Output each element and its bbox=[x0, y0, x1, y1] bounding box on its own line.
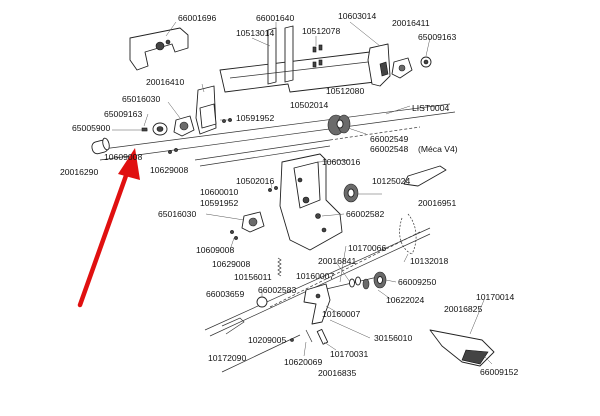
bracket-66002583 bbox=[303, 283, 331, 325]
label-20016290: 20016290 bbox=[60, 167, 98, 177]
label-10600010: 10600010 bbox=[200, 187, 238, 197]
label-10591952-top: 10591952 bbox=[236, 113, 274, 123]
label-66001696: 66001696 bbox=[178, 13, 216, 23]
screws-10512078 bbox=[312, 44, 323, 68]
label-20016951: 20016951 bbox=[418, 198, 456, 208]
bearing-65009163-left bbox=[141, 122, 168, 136]
label-10125024: 10125024 bbox=[372, 176, 410, 186]
label-10603014: 10603014 bbox=[338, 11, 376, 21]
label-66002548: 66002548 bbox=[370, 144, 408, 154]
bearing-65016030-lower bbox=[241, 211, 265, 233]
leader-lines bbox=[112, 21, 493, 365]
label-65005900: 65005900 bbox=[72, 123, 110, 133]
label-10620069: 10620069 bbox=[284, 357, 322, 367]
red-pointer-arrow bbox=[77, 148, 140, 308]
ball-10209005 bbox=[256, 296, 268, 308]
label-66002583: 66002583 bbox=[258, 285, 296, 295]
label-30156010: 30156010 bbox=[374, 333, 412, 343]
label-10132018: 10132018 bbox=[410, 256, 448, 266]
label-10513014: 10513014 bbox=[236, 28, 274, 38]
label-66009152: 66009152 bbox=[480, 367, 518, 377]
label-66002582: 66002582 bbox=[346, 209, 384, 219]
label-20016825: 20016825 bbox=[444, 304, 482, 314]
main-plate bbox=[279, 153, 343, 251]
label-10502016: 10502016 bbox=[236, 176, 274, 186]
label-66001640: 66001640 bbox=[256, 13, 294, 23]
label-20016411: 20016411 bbox=[392, 18, 430, 28]
bracket-66001696 bbox=[129, 27, 189, 71]
label-65016030-top: 65016030 bbox=[122, 94, 160, 104]
bearing-65009163-right bbox=[391, 56, 432, 79]
label-list0004: LIST0004 bbox=[412, 103, 449, 113]
bearing-65016030-top bbox=[173, 115, 195, 137]
gear-10125024 bbox=[343, 183, 359, 203]
spring-10156011 bbox=[277, 257, 282, 277]
label-66002549: 66002549 bbox=[370, 134, 408, 144]
label-10609008-lower: 10609008 bbox=[196, 245, 234, 255]
shaft-10170066 bbox=[321, 275, 383, 291]
label-10629008-top: 10629008 bbox=[150, 165, 188, 175]
small-parts-bottom bbox=[290, 328, 329, 345]
label-10160007-lower: 10160007 bbox=[322, 309, 360, 319]
label-20016841: 20016841 bbox=[318, 256, 356, 266]
label-10170031: 10170031 bbox=[330, 349, 368, 359]
label-10603016: 10603016 bbox=[322, 157, 360, 167]
part-number-labels: 66001696 66001640 10603014 20016411 1051… bbox=[60, 11, 518, 378]
label-10591952-lower: 10591952 bbox=[200, 198, 238, 208]
frame-66001640 bbox=[219, 25, 376, 93]
label-10170014: 10170014 bbox=[476, 292, 514, 302]
cover-20016951 bbox=[403, 165, 447, 187]
label-20016835: 20016835 bbox=[318, 368, 356, 378]
small-screws bbox=[168, 118, 278, 240]
label-10609008-top: 10609008 bbox=[104, 152, 142, 162]
lever-10172090 bbox=[221, 317, 245, 335]
label-10622024: 10622024 bbox=[386, 295, 424, 305]
label-66003659: 66003659 bbox=[206, 289, 244, 299]
label-65016030-lower: 65016030 bbox=[158, 209, 196, 219]
label-20016410: 20016410 bbox=[146, 77, 184, 87]
label-10160007-top: 10160007 bbox=[296, 271, 334, 281]
rail-lines bbox=[94, 103, 456, 373]
label-65009163-right: 65009163 bbox=[418, 32, 456, 42]
label-10502014: 10502014 bbox=[290, 100, 328, 110]
bracket-20016410 bbox=[195, 85, 217, 135]
chain-10132018 bbox=[399, 213, 417, 255]
bracket-20016411 bbox=[367, 43, 391, 87]
label-10629008-lower: 10629008 bbox=[212, 259, 250, 269]
label-10156011: 10156011 bbox=[234, 272, 272, 282]
label-10512080: 10512080 bbox=[326, 86, 364, 96]
label-66009250: 66009250 bbox=[398, 277, 436, 287]
shield-66009152 bbox=[429, 329, 495, 367]
label-10172090: 10172090 bbox=[208, 353, 246, 363]
label-10512078: 10512078 bbox=[302, 26, 340, 36]
spacer-20016290 bbox=[91, 137, 110, 155]
label-meca-v4: (Méca V4) bbox=[418, 144, 458, 154]
label-65009163-left: 65009163 bbox=[104, 109, 142, 119]
gear-66009250 bbox=[362, 271, 387, 290]
label-10209005: 10209005 bbox=[248, 335, 286, 345]
sprocket-66002549 bbox=[327, 114, 351, 136]
label-10170066: 10170066 bbox=[348, 243, 386, 253]
